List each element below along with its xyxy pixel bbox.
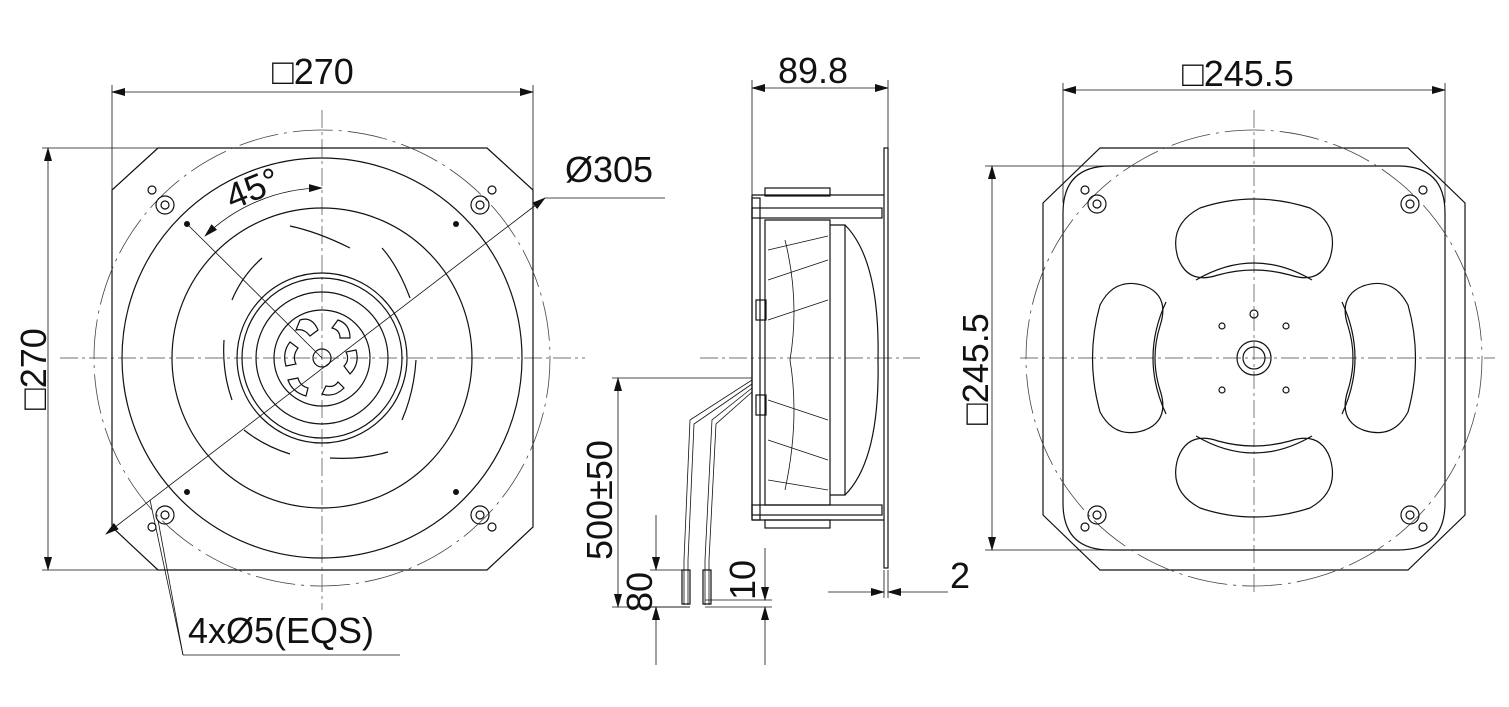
front-height-label: □270 [13,328,54,410]
cables [681,379,753,605]
rear-mount-holes [1080,185,1428,532]
rear-height-label: □245.5 [955,313,996,425]
cable-length-label: 500±50 [579,440,620,560]
rear-view [985,83,1495,595]
flange-label: 2 [950,555,970,596]
front-width-label: □270 [272,51,354,92]
depth-label: 89.8 [778,50,848,91]
rear-width-label: □245.5 [1182,53,1294,94]
front-view [42,85,665,656]
strip-10-label: 10 [722,560,763,600]
holes-label: 4xØ5(EQS) [188,610,374,651]
rear-openings [1091,198,1417,518]
angle-label: 45° [220,159,286,217]
side-view [612,80,948,665]
strip-80-label: 80 [619,572,660,612]
motor-vanes [284,318,358,397]
diameter-label: Ø305 [565,149,653,190]
